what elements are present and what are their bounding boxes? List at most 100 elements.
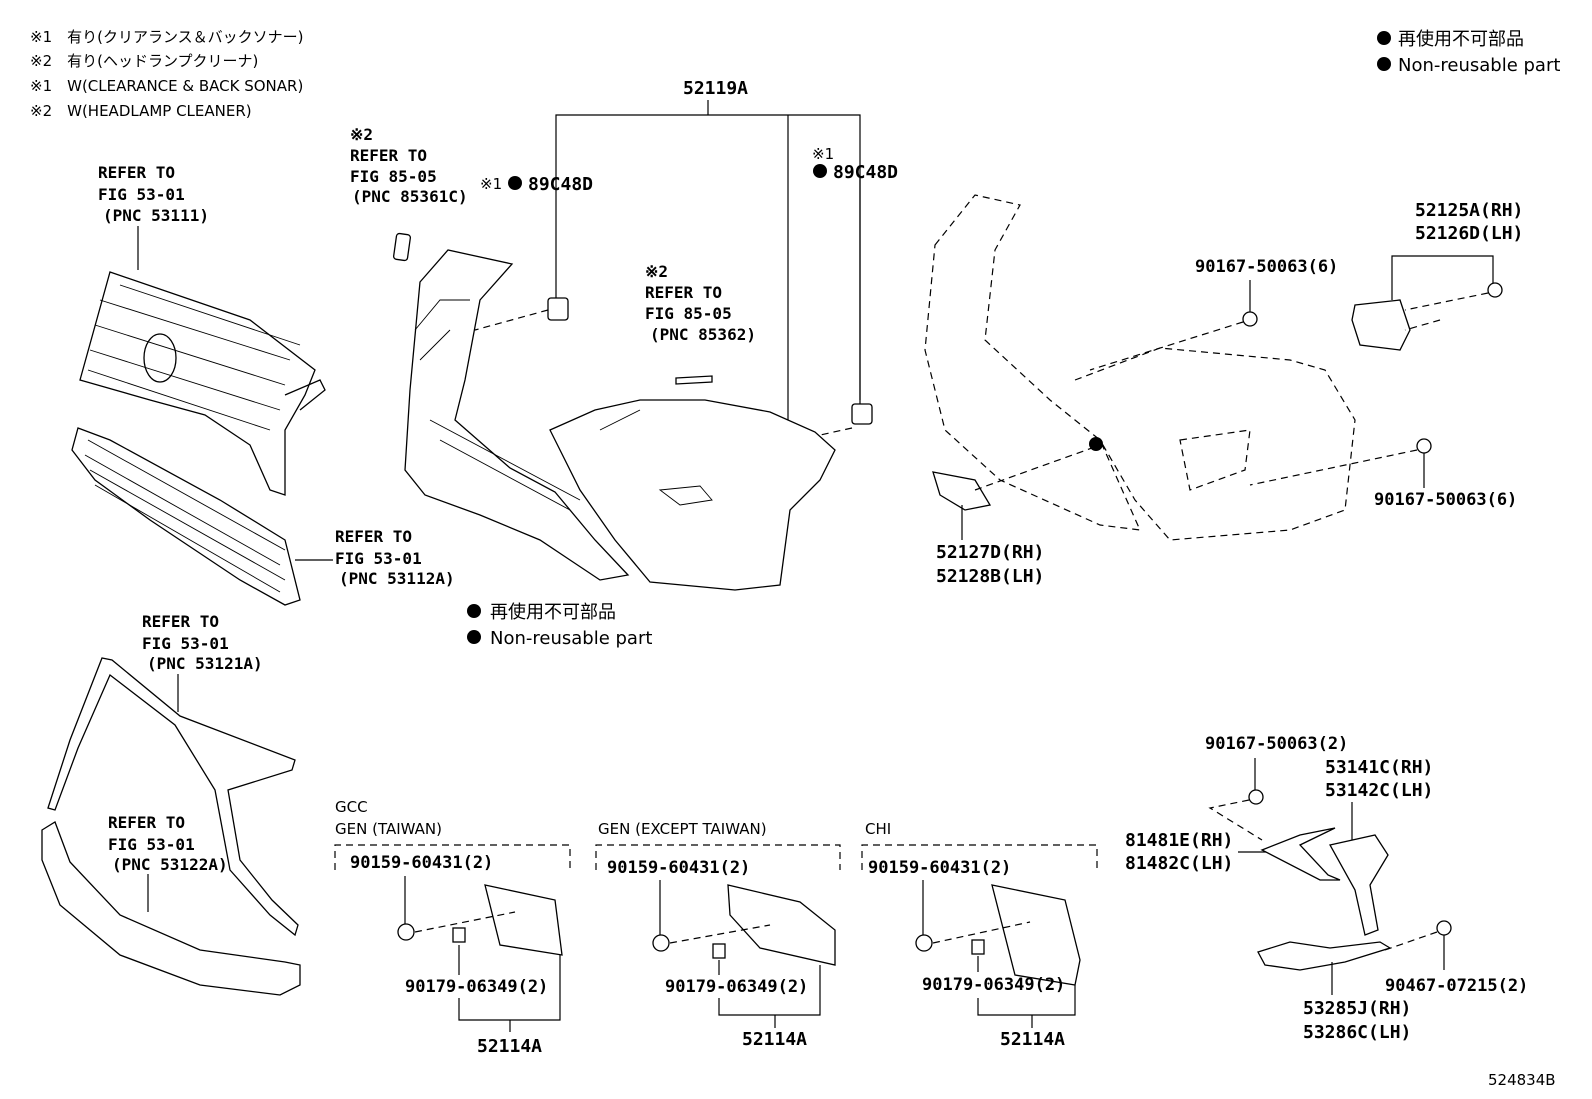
- grille-upper-part[interactable]: [79, 271, 326, 496]
- clip-icon[interactable]: [1436, 920, 1452, 936]
- moulding-lh-label[interactable]: 81482C(LH): [1125, 853, 1233, 874]
- legend-mid-jp: 再使用不可部品: [490, 602, 616, 623]
- sensor-right-part[interactable]: [851, 403, 873, 425]
- dashed-line: [1404, 319, 1441, 331]
- svg-text:FIG 85-05: FIG 85-05: [350, 167, 437, 186]
- plate-part-label[interactable]: 52114A: [742, 1029, 807, 1050]
- washer-ref-b[interactable]: ※2 REFER TO FIG 85-05 (PNC 85362): [645, 262, 756, 344]
- plate-bolt-label[interactable]: 90159-60431(2): [868, 858, 1011, 878]
- bolt-icon[interactable]: [652, 934, 670, 952]
- svg-text:REFER TO: REFER TO: [98, 163, 175, 182]
- bracket-rh-label[interactable]: 52125A(RH): [1415, 200, 1523, 221]
- bumper-cover-label[interactable]: 52119A: [683, 78, 748, 99]
- svg-text:(PNC 53111): (PNC 53111): [103, 206, 209, 225]
- garnish-lh-label[interactable]: 53286C(LH): [1303, 1022, 1411, 1043]
- washer-ref-a[interactable]: ※2 REFER TO FIG 85-05 (PNC 85361C): [350, 125, 468, 206]
- screw-icon[interactable]: [1416, 438, 1432, 454]
- dashed-line: [669, 924, 771, 944]
- spacer-part[interactable]: [932, 471, 992, 511]
- spacer-rh-label[interactable]: 52127D(RH): [936, 542, 1044, 563]
- grille-lower-ref[interactable]: REFER TO FIG 53-01 (PNC 53112A): [335, 527, 455, 588]
- bolt-icon[interactable]: [915, 934, 933, 952]
- clip-right-label[interactable]: 90467-07215(2): [1385, 976, 1528, 996]
- non-reusable-dot-icon: [508, 176, 522, 190]
- dashed-line: [414, 911, 516, 933]
- sensor-right-label[interactable]: ※1 89C48D: [812, 145, 898, 183]
- plate-bracket-part[interactable]: [484, 884, 563, 956]
- garnish-rh-label[interactable]: 53285J(RH): [1303, 998, 1411, 1019]
- plate-part-label[interactable]: 52114A: [1000, 1029, 1065, 1050]
- bracket-lh-label[interactable]: 52126D(LH): [1415, 223, 1523, 244]
- svg-text:FIG 53-01: FIG 53-01: [108, 835, 195, 854]
- cover-lh-label[interactable]: 53142C(LH): [1325, 780, 1433, 801]
- screw-bottom-right-label[interactable]: 90167-50063(2): [1205, 734, 1348, 754]
- dashed-line: [1208, 799, 1263, 841]
- nut-icon[interactable]: [971, 939, 985, 955]
- plate-region-2: GEN (TAIWAN): [335, 820, 442, 838]
- plate-bolt-label[interactable]: 90159-60431(2): [607, 858, 750, 878]
- dashed-line: [1089, 321, 1244, 371]
- svg-text:※2: ※2: [645, 262, 668, 281]
- bracket-dashed: [595, 844, 841, 870]
- trim-upper-ref[interactable]: REFER TO FIG 53-01 (PNC 53121A): [142, 612, 263, 673]
- svg-text:※1: ※1: [812, 145, 834, 163]
- plate-region-1: GCC: [335, 798, 368, 816]
- legend-top-jp: 再使用不可部品: [1398, 29, 1524, 50]
- cover-part[interactable]: [1329, 834, 1389, 936]
- legend-mid-en: Non-reusable part: [490, 628, 652, 649]
- note-2-jp: ※2 有り(ヘッドランプクリーナ): [30, 52, 258, 70]
- trim-lower-ref[interactable]: REFER TO FIG 53-01 (PNC 53122A): [108, 813, 228, 874]
- screw-icon[interactable]: [1487, 282, 1503, 298]
- non-reusable-dot-icon: [1377, 31, 1391, 45]
- bumper-outline-part[interactable]: [924, 194, 1356, 541]
- washer-cover-b-icon[interactable]: [675, 375, 713, 385]
- sensor-left-label[interactable]: ※1 89C48D: [480, 174, 593, 195]
- screw-mid-label[interactable]: 90167-50063(6): [1374, 490, 1517, 510]
- non-reusable-dot-icon: [1089, 437, 1103, 451]
- nut-icon[interactable]: [452, 927, 466, 943]
- svg-text:FIG 53-01: FIG 53-01: [335, 549, 422, 568]
- svg-text:89C48D: 89C48D: [528, 174, 593, 195]
- sensor-left-part[interactable]: [547, 297, 569, 321]
- bracket-part[interactable]: [1351, 299, 1411, 351]
- plate-bolt-label[interactable]: 90159-60431(2): [350, 853, 493, 873]
- non-reusable-dot-icon: [467, 604, 481, 618]
- moulding-rh-label[interactable]: 81481E(RH): [1125, 830, 1233, 851]
- trim-lower-part[interactable]: [41, 821, 301, 996]
- moulding-part[interactable]: [1260, 827, 1341, 881]
- garnish-part[interactable]: [1257, 941, 1392, 971]
- plate-nut-label[interactable]: 90179-06349(2): [922, 975, 1065, 995]
- grille-upper-ref[interactable]: REFER TO FIG 53-01 (PNC 53111): [98, 163, 209, 225]
- dashed-line: [1249, 449, 1418, 486]
- plate-part-label[interactable]: 52114A: [477, 1036, 542, 1057]
- plate-nut-label[interactable]: 90179-06349(2): [405, 977, 548, 997]
- svg-text:(PNC 85361C): (PNC 85361C): [352, 187, 468, 206]
- grille-lower-part[interactable]: [71, 427, 301, 606]
- trim-upper-part[interactable]: [47, 657, 299, 937]
- svg-text:REFER TO: REFER TO: [142, 612, 219, 631]
- svg-text:REFER TO: REFER TO: [335, 527, 412, 546]
- nut-icon[interactable]: [712, 943, 726, 959]
- svg-text:REFER TO: REFER TO: [350, 146, 427, 165]
- spacer-lh-label[interactable]: 52128B(LH): [936, 566, 1044, 587]
- cover-rh-label[interactable]: 53141C(RH): [1325, 757, 1433, 778]
- screw-icon[interactable]: [1248, 789, 1264, 805]
- plate-nut-label[interactable]: 90179-06349(2): [665, 977, 808, 997]
- plate-bracket-part[interactable]: [991, 884, 1081, 986]
- dashed-line: [1404, 292, 1489, 311]
- plate-bracket-part[interactable]: [727, 884, 836, 966]
- screw-icon[interactable]: [1242, 311, 1258, 327]
- illustration-id: 524834B: [1488, 1071, 1556, 1089]
- svg-text:FIG 53-01: FIG 53-01: [98, 185, 185, 204]
- legend-top: 再使用不可部品 Non-reusable part: [1377, 29, 1560, 76]
- dashed-line: [974, 447, 1093, 491]
- non-reusable-dot-icon: [1377, 57, 1391, 71]
- dashed-line: [474, 309, 549, 331]
- screw-top-label[interactable]: 90167-50063(6): [1195, 257, 1338, 277]
- washer-cover-icon[interactable]: [392, 232, 412, 262]
- bracket-dashed: [334, 844, 571, 870]
- bumper-cover-part[interactable]: [404, 249, 836, 591]
- svg-text:(PNC 53112A): (PNC 53112A): [339, 569, 455, 588]
- bolt-icon[interactable]: [397, 923, 415, 941]
